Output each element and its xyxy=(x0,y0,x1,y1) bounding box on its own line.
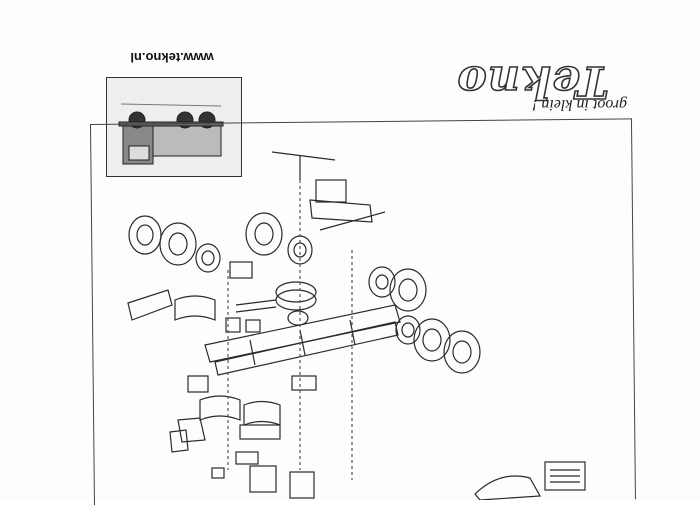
assembly-guide-lines xyxy=(227,180,353,480)
steering-rod-part xyxy=(271,151,386,231)
truck-photo-icon xyxy=(107,78,241,176)
wheel-part-right-lower xyxy=(395,315,481,374)
small-parts xyxy=(211,461,586,500)
mudguard-part xyxy=(127,289,277,333)
fifth-wheel-part xyxy=(275,281,317,326)
truck-photo xyxy=(106,77,242,177)
chassis-part xyxy=(204,304,401,391)
cab-underside-part xyxy=(169,375,281,465)
wheel-part-right-upper xyxy=(368,266,427,312)
wheel-part-left xyxy=(128,215,221,273)
